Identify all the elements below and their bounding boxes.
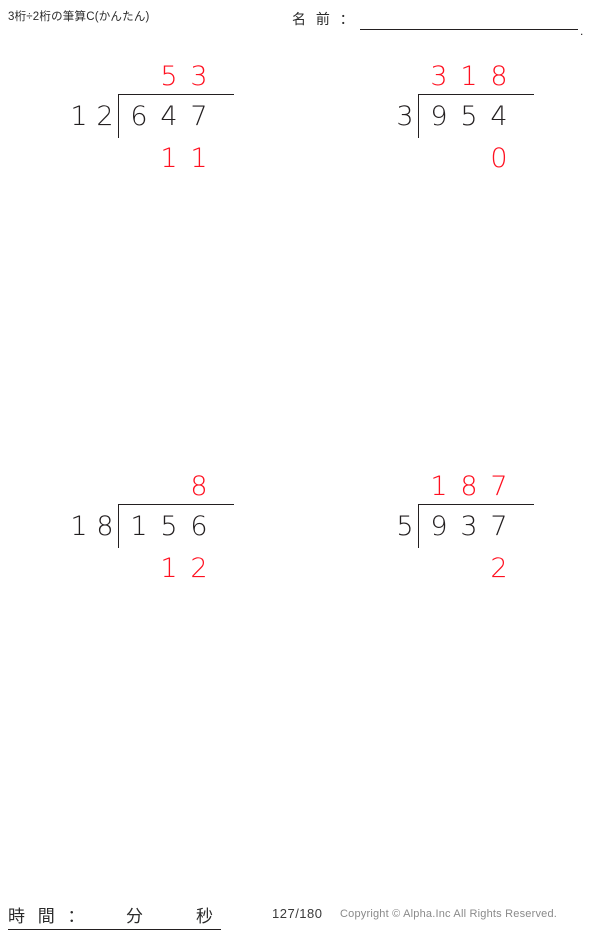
page-title: 3桁÷2桁の筆算C(かんたん) xyxy=(8,11,150,23)
divisor: 3 xyxy=(392,102,418,132)
remainder-digit: 1 xyxy=(160,143,178,174)
time-label: 時 間 ： xyxy=(8,907,89,926)
division-bracket-overbar xyxy=(118,504,234,505)
divisor-digit: 8 xyxy=(96,511,114,542)
time-seconds-unit: 秒 xyxy=(196,907,213,926)
name-input-rule[interactable] xyxy=(360,29,578,30)
remainder-digit: 1 xyxy=(190,143,208,174)
dividend-digit: 6 xyxy=(190,511,208,542)
time-field-block: 時 間 ： 分 秒 xyxy=(8,902,223,936)
remainder-digit: 0 xyxy=(490,143,508,174)
remainder-digit: 1 xyxy=(160,553,178,584)
divisor-digit: 5 xyxy=(396,511,414,542)
quotient-digit: 5 xyxy=(160,61,178,92)
quotient-digit: 8 xyxy=(190,471,208,502)
division-bracket-overbar xyxy=(418,94,534,95)
dividend-digit: 7 xyxy=(190,101,208,132)
remainder-row: 0 xyxy=(350,52,550,182)
remainder-digit: 2 xyxy=(190,553,208,584)
division-bracket-overbar xyxy=(418,504,534,505)
division-bracket-vertical xyxy=(118,504,119,548)
remainder-digit: 2 xyxy=(490,553,508,584)
quotient-digit: 7 xyxy=(490,471,508,502)
division-bracket-vertical xyxy=(418,504,419,548)
page-footer: 時 間 ： 分 秒 127/180 Copyright © Alpha.Inc … xyxy=(0,894,600,944)
divisor-digit: 2 xyxy=(96,101,114,132)
quotient-digit: 8 xyxy=(490,61,508,92)
dividend-digit: 9 xyxy=(430,101,448,132)
division-bracket-overbar xyxy=(118,94,234,95)
dividend-digit: 7 xyxy=(490,511,508,542)
dividend-digit: 1 xyxy=(130,511,148,542)
divisor-digit: 1 xyxy=(70,511,88,542)
dividend-digit: 4 xyxy=(160,101,178,132)
page-header: 3桁÷2桁の筆算C(かんたん) 名 前 ： . xyxy=(0,0,600,44)
dividend-digit: 3 xyxy=(460,511,478,542)
name-trailing-mark: . xyxy=(580,24,584,38)
dividend-digit: 6 xyxy=(130,101,148,132)
divisor-digit: 3 xyxy=(396,101,414,132)
quotient-digit: 1 xyxy=(430,471,448,502)
dividend-digit: 5 xyxy=(460,101,478,132)
quotient-digit: 1 xyxy=(460,61,478,92)
name-field-block: 名 前 ： . xyxy=(292,8,592,38)
division-bracket-vertical xyxy=(418,94,419,138)
dividend-digit: 4 xyxy=(490,101,508,132)
copyright-notice: Copyright © Alpha.Inc All Rights Reserve… xyxy=(340,908,558,920)
divisor-digit: 1 xyxy=(70,101,88,132)
remainder-row: 2 xyxy=(350,462,550,592)
quotient-digit: 3 xyxy=(430,61,448,92)
quotient-row: 8 xyxy=(50,462,250,592)
dividend-digit: 5 xyxy=(160,511,178,542)
name-label: 名 前 ： xyxy=(292,11,357,27)
division-bracket-vertical xyxy=(118,94,119,138)
divisor: 5 xyxy=(392,512,418,542)
time-input-rule[interactable] xyxy=(8,929,221,930)
time-minutes-unit: 分 xyxy=(126,907,143,926)
dividend-digit: 9 xyxy=(430,511,448,542)
quotient-digit: 8 xyxy=(460,471,478,502)
quotient-digit: 3 xyxy=(190,61,208,92)
page-number: 127/180 xyxy=(272,906,323,921)
